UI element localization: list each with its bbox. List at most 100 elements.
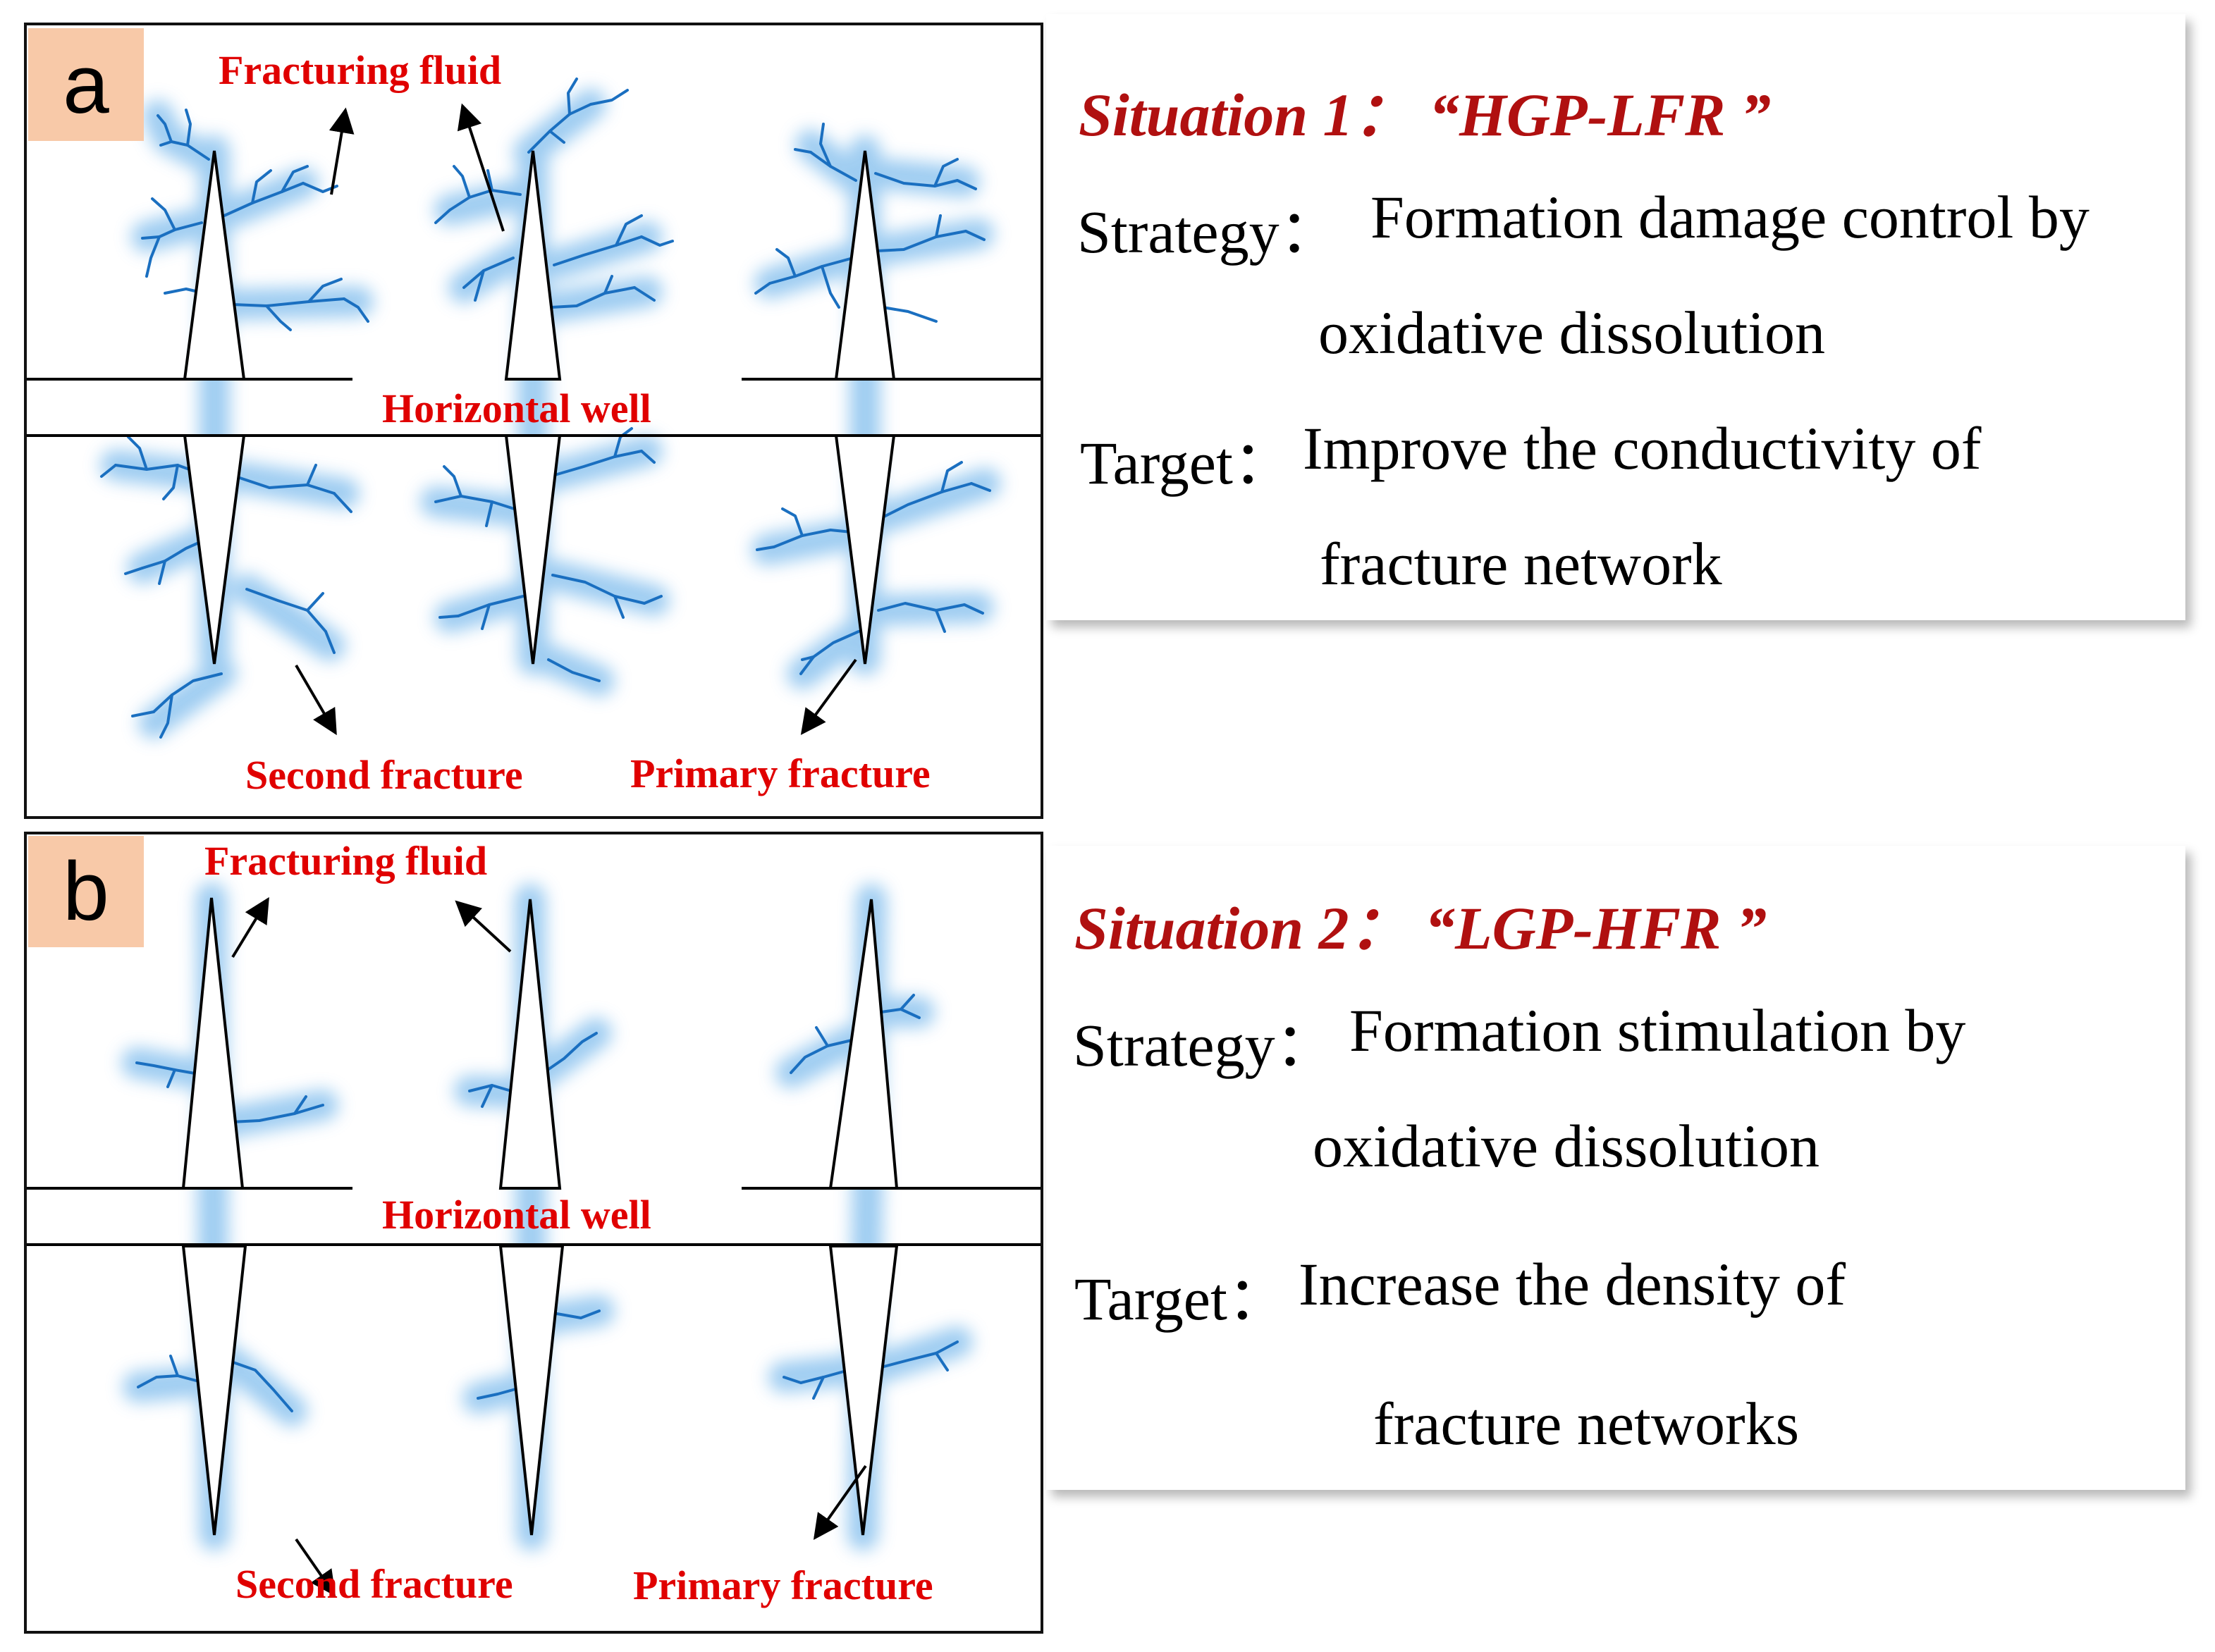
fracture-branch-42 — [935, 214, 942, 238]
fracture-branch-75 — [781, 507, 804, 537]
fracture-branch-32 — [819, 123, 832, 168]
fracture-branch-12 — [169, 1355, 179, 1377]
fracture-branch-60 — [324, 630, 336, 654]
fracture-branch-53 — [159, 694, 173, 739]
fracture-branch-65 — [481, 603, 491, 630]
fracture-branch-25 — [640, 235, 674, 247]
fracture-branch-41 — [876, 230, 967, 252]
fracture-branch-19 — [527, 103, 592, 154]
fracture-branch-17 — [434, 209, 451, 224]
glow-segment-3 — [142, 100, 224, 175]
target-text-line-1: Increase the density of — [1299, 1250, 1846, 1318]
fracture-branch-17 — [812, 1376, 825, 1400]
fracture-branch-66 — [438, 615, 460, 619]
fracture-branch-69 — [640, 450, 656, 464]
fracture-branch-10 — [900, 994, 915, 1011]
fracture-branch-5 — [481, 1084, 493, 1108]
primary-fracture-lower-1 — [183, 434, 246, 665]
fracture-branch-24 — [615, 214, 643, 247]
strategy-label: Strategy： — [1073, 1011, 1336, 1079]
situation-2-card: Situation 2： “LGP-HFR ” Strategy： Format… — [1046, 846, 2185, 1490]
situation-2-title: Situation 2： “LGP-HFR ” — [1074, 894, 1767, 962]
fracture-branch-6 — [544, 1032, 598, 1073]
panel-tag-a: a — [28, 28, 144, 141]
fracture-branch-7 — [281, 165, 309, 193]
fracture-branch-83 — [935, 609, 946, 633]
fracture-branch-48 — [162, 464, 179, 500]
fracture-branch-7 — [790, 1039, 853, 1074]
fracture-branch-0 — [135, 1061, 200, 1075]
glow-segment-7 — [434, 179, 536, 226]
glow-segment-4 — [216, 1090, 338, 1138]
strategy-label: Strategy： — [1077, 198, 1340, 266]
primary-fracture-upper-1 — [183, 150, 246, 381]
fracture-branch-3 — [293, 1095, 307, 1115]
primary-fracture-arrow — [813, 1465, 867, 1540]
glow-segment-15 — [861, 218, 994, 266]
fracture-branch-15 — [448, 189, 522, 211]
horizontal-well-label: Horizontal well — [382, 386, 651, 431]
horizontal-well-label: Horizontal well — [382, 1192, 651, 1238]
fracture-branch-2 — [230, 1104, 324, 1123]
primary-fracture-lower-2 — [498, 1245, 565, 1536]
fracture-branch-16 — [783, 1369, 850, 1384]
primary-fracture-upper-2 — [498, 899, 562, 1190]
fracture-branch-84 — [963, 603, 984, 615]
fracture-diagram-a — [27, 78, 1041, 739]
strategy-text-line-2: oxidative dissolution — [1313, 1112, 1820, 1180]
target-text-line-1: Improve the conductivity of — [1303, 414, 1982, 482]
fracturing-fluid-label: Fracturing fluid — [219, 47, 502, 93]
fracture-branch-5 — [151, 197, 176, 231]
fracture-branch-73 — [547, 658, 601, 682]
fracture-branch-82 — [877, 602, 966, 612]
fracture-branch-13 — [265, 304, 292, 331]
fluid-arrow-2 — [457, 103, 505, 232]
fracture-branch-51 — [124, 567, 144, 575]
fracture-branch-70 — [551, 574, 646, 605]
glow-segment-14 — [860, 158, 980, 197]
fracture-branch-11 — [307, 278, 343, 303]
fracture-branch-52 — [152, 672, 223, 713]
fracture-branch-3 — [141, 221, 203, 240]
strategy-text-line-1: Formation damage control by — [1370, 183, 2090, 251]
glow-segment-26 — [751, 517, 874, 565]
fracture-branch-57 — [333, 492, 352, 513]
panel-b: b Fracturing fluid Horizontal well Secon… — [24, 832, 1043, 1634]
fracture-branch-77 — [799, 630, 860, 675]
pointer-arrows — [231, 896, 867, 1596]
glow-segment-21 — [420, 486, 539, 527]
fracture-branch-62 — [443, 465, 462, 498]
second-fracture-label: Second fracture — [235, 1561, 513, 1607]
fracture-branch-21 — [589, 89, 629, 106]
fracture-branch-9 — [251, 169, 272, 204]
primary-fracture-upper-1 — [181, 897, 245, 1190]
fracture-branch-11 — [137, 1374, 200, 1388]
situation-1-title: Situation 1： “HGP-LFR ” — [1079, 81, 1771, 149]
fracture-branch-74 — [773, 529, 860, 548]
primary-fracture-upper-2 — [504, 150, 562, 381]
strategy-text-line-2: oxidative dissolution — [1318, 299, 1826, 366]
glow-segment-5 — [454, 1075, 532, 1108]
strategy-text-line-1: Formation stimulation by — [1349, 997, 1966, 1064]
second-fracture-label: Second fracture — [245, 752, 523, 798]
fracture-branch-22 — [548, 130, 565, 144]
fracture-branch-50 — [158, 560, 166, 585]
fracture-branch-23 — [553, 235, 643, 266]
target-label: Target： — [1080, 429, 1294, 497]
primary-fracture-lower-1 — [181, 1245, 247, 1536]
second-fracture-arrow — [295, 664, 337, 736]
fracture-branch-36 — [754, 282, 771, 295]
situation-1-card: Situation 1： “HGP-LFR ” Strategy： Format… — [1046, 14, 2185, 620]
glow-segment-28 — [864, 468, 1001, 534]
fracture-branch-26 — [550, 286, 636, 309]
fracture-branch-1 — [166, 1068, 176, 1088]
fracture-branch-63 — [485, 500, 493, 527]
fracture-branch-81 — [970, 482, 991, 492]
fracture-branch-58 — [245, 588, 327, 633]
second-fracture-arrow — [295, 1538, 336, 1596]
fracture-branch-12 — [343, 297, 369, 323]
fracture-branch-16 — [453, 165, 471, 199]
glow-segment-18 — [138, 658, 237, 739]
fluid-arrow-1 — [231, 896, 269, 958]
fracture-branch-38 — [874, 172, 959, 187]
